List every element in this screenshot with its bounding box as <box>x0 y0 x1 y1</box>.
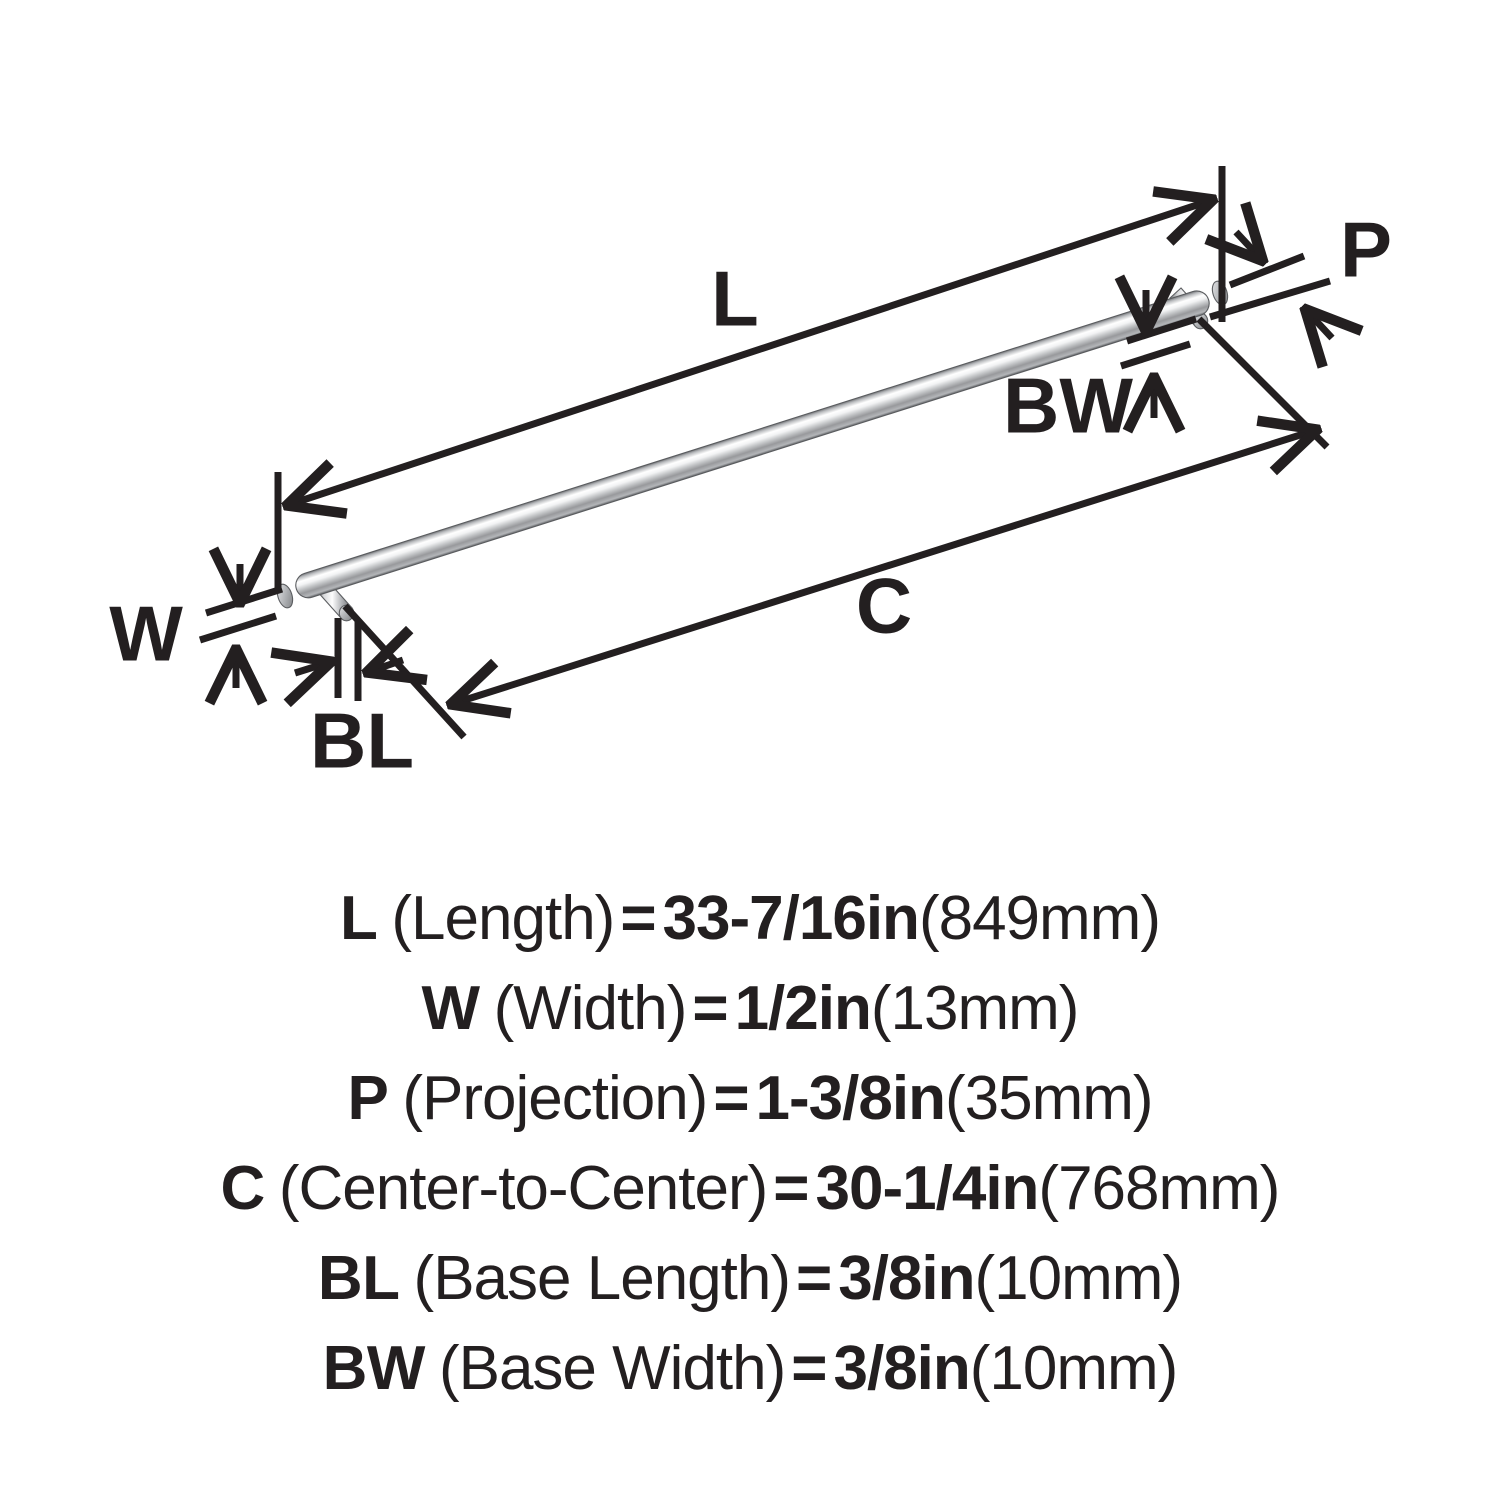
spec-row-width: W (Width) = 1/2in (13mm) <box>0 964 1500 1054</box>
spec-equals: = <box>620 884 657 953</box>
spec-equals: = <box>773 1154 810 1223</box>
width-dimension <box>198 564 284 688</box>
spec-name: (Length) <box>391 884 615 953</box>
spec-metric: (768mm) <box>1038 1154 1280 1223</box>
base-width-label: BW <box>1003 362 1133 450</box>
spec-value: 1/2in <box>734 974 872 1043</box>
base-width-extension-lower <box>1119 340 1192 370</box>
spec-symbol: BW <box>322 1334 426 1403</box>
product-dimension-drawing: L C W <box>109 166 1392 785</box>
spec-name: (Center-to-Center) <box>278 1154 768 1223</box>
spec-equals: = <box>713 1064 750 1133</box>
width-label: W <box>109 590 183 678</box>
spec-symbol: L <box>340 884 378 953</box>
spec-metric: (35mm) <box>944 1064 1154 1133</box>
spec-metric: (10mm) <box>974 1244 1184 1313</box>
specification-list: L (Length) = 33-7/16in (849mm) W (Width)… <box>0 862 1500 1500</box>
spec-name: (Base Length) <box>413 1244 791 1313</box>
base-length-arrow-right <box>295 662 330 673</box>
spec-equals: = <box>791 1334 828 1403</box>
base-width-dimension <box>1119 290 1198 418</box>
width-extension-lower <box>198 612 278 644</box>
ctc-extension-right <box>1196 316 1330 450</box>
projection-extension-upper <box>1228 252 1306 289</box>
spec-row-base-length: BL (Base Length) = 3/8in (10mm) <box>0 1234 1500 1324</box>
spec-symbol: BL <box>317 1244 400 1313</box>
base-length-dimension <box>295 618 403 701</box>
spec-value: 30-1/4in <box>815 1154 1040 1223</box>
spec-metric: (13mm) <box>870 974 1080 1043</box>
spec-name: (Width) <box>493 974 688 1043</box>
center-to-center-label: C <box>856 562 912 650</box>
spec-symbol: P <box>347 1064 389 1133</box>
spec-row-center-to-center: C (Center-to-Center) = 30-1/4in (768mm) <box>0 1144 1500 1234</box>
spec-value: 3/8in <box>838 1244 975 1313</box>
spec-equals: = <box>692 974 729 1043</box>
spec-name: (Base Width) <box>438 1334 786 1403</box>
projection-extension-lower <box>1208 277 1332 321</box>
spec-equals: = <box>796 1244 833 1313</box>
projection-dimension <box>1210 232 1332 338</box>
spec-value: 1-3/8in <box>755 1064 946 1133</box>
ctc-dimension-line <box>452 430 1316 704</box>
spec-row-length: L (Length) = 33-7/16in (849mm) <box>0 874 1500 964</box>
spec-value: 3/8in <box>833 1334 970 1403</box>
spec-metric: (849mm) <box>918 884 1161 953</box>
projection-arrow-in-lower <box>1306 310 1332 338</box>
projection-label: P <box>1340 206 1392 294</box>
spec-row-projection: P (Projection) = 1-3/8in (35mm) <box>0 1054 1500 1144</box>
length-label: L <box>711 255 759 343</box>
base-length-arrow-left <box>368 660 403 672</box>
projection-arrow-in-upper <box>1236 232 1262 260</box>
spec-symbol: W <box>421 974 481 1043</box>
spec-metric: (10mm) <box>969 1334 1179 1403</box>
spec-row-base-width: BW (Base Width) = 3/8in (10mm) <box>0 1324 1500 1414</box>
spec-name: (Projection) <box>402 1064 708 1133</box>
spec-value: 33-7/16in <box>662 884 920 953</box>
spec-symbol: C <box>220 1154 266 1223</box>
base-length-label: BL <box>310 697 414 785</box>
width-extension-upper <box>204 585 284 617</box>
